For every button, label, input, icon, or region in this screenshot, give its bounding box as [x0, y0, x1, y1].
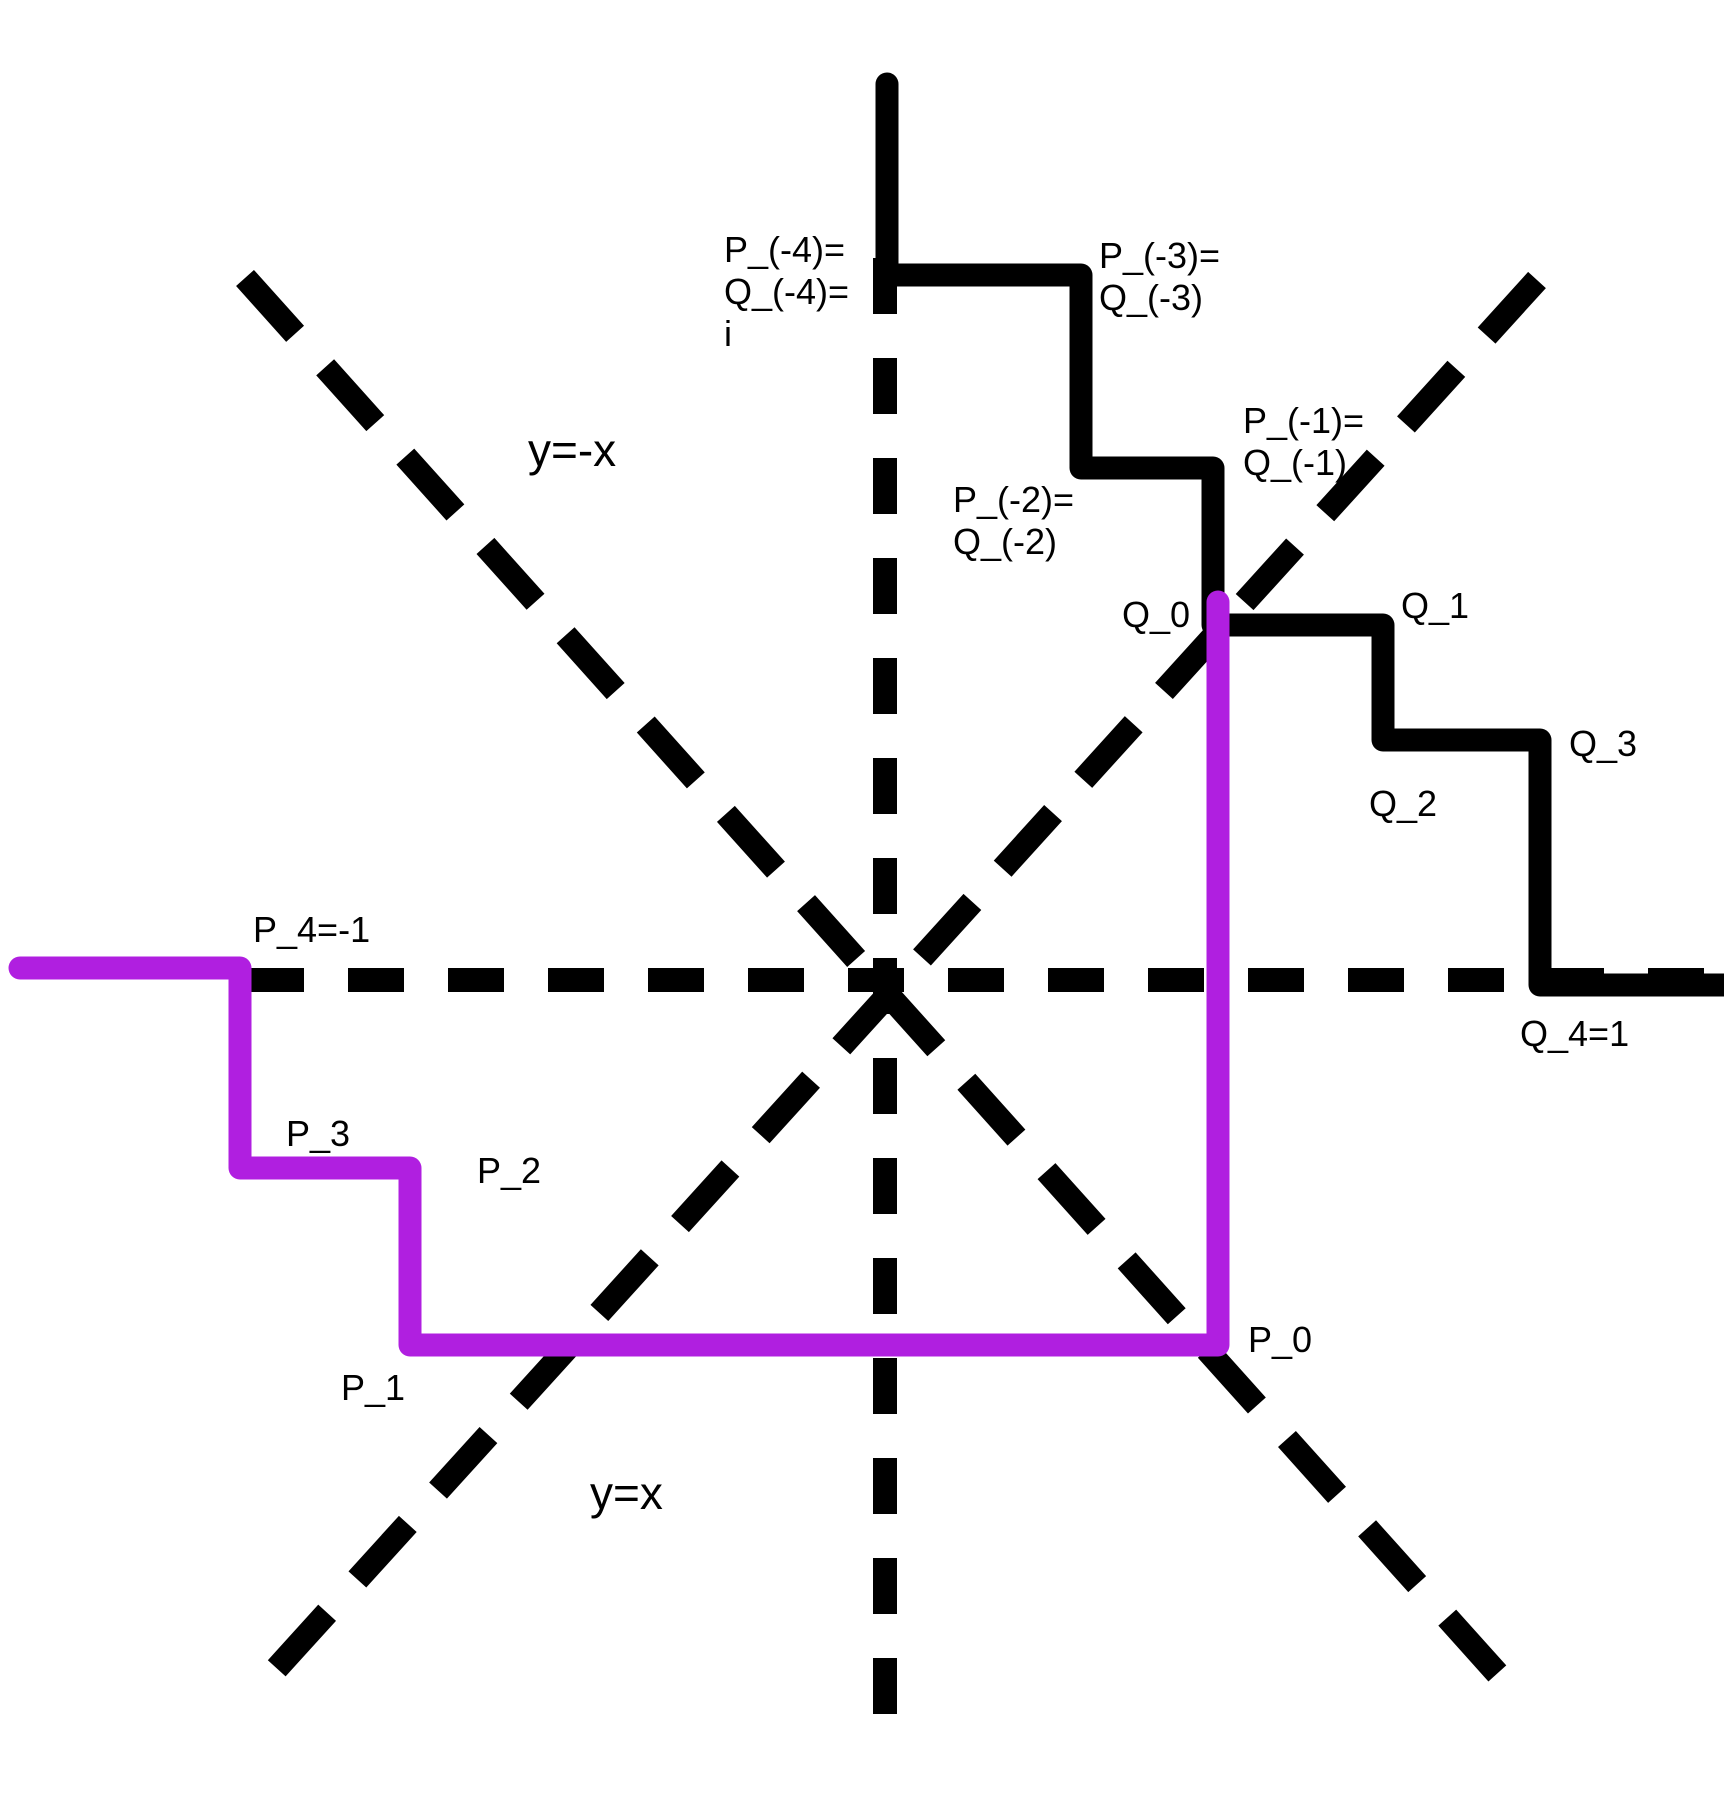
label-q0: Q_0 — [1122, 594, 1190, 635]
label-q4: Q_4=1 — [1520, 1013, 1629, 1054]
label-p4: P_4=-1 — [253, 909, 370, 950]
label-p-neg4-line3: i — [724, 313, 732, 354]
label-p-neg1: P_(-1)= Q_(-1) — [1243, 400, 1374, 483]
label-p-neg1-line2: Q_(-1) — [1243, 442, 1347, 483]
label-line-y-neg-x: y=-x — [528, 424, 616, 476]
label-p1: P_1 — [341, 1367, 405, 1408]
diagonal-line-y-x — [248, 271, 1546, 1699]
label-p-neg2-line1: P_(-2)= — [953, 479, 1074, 520]
line-labels: y=-x y=x — [528, 424, 663, 1519]
label-p-neg3-line2: Q_(-3) — [1099, 277, 1203, 318]
label-p-neg4-line1: P_(-4)= — [724, 229, 845, 270]
label-p-neg3: P_(-3)= Q_(-3) — [1099, 235, 1230, 318]
label-p-neg2-line2: Q_(-2) — [953, 521, 1057, 562]
label-p-neg3-line1: P_(-3)= — [1099, 235, 1220, 276]
label-p-neg4-line2: Q_(-4)= — [724, 271, 849, 312]
label-p2: P_2 — [477, 1150, 541, 1191]
label-p-neg1-line1: P_(-1)= — [1243, 400, 1364, 441]
label-line-y-x: y=x — [590, 1467, 663, 1519]
label-p-neg2: P_(-2)= Q_(-2) — [953, 479, 1084, 562]
reference-lines — [236, 258, 1724, 1722]
point-labels: P_(-4)= Q_(-4)= i P_(-3)= Q_(-3) P_(-2)=… — [253, 229, 1637, 1408]
label-p-neg4: P_(-4)= Q_(-4)= i — [724, 229, 859, 354]
label-q2: Q_2 — [1369, 783, 1437, 824]
label-p3: P_3 — [286, 1113, 350, 1154]
label-p0: P_0 — [1248, 1319, 1312, 1360]
diagonal-line-y-neg-x — [236, 269, 1523, 1701]
p-staircase-path — [8, 590, 1230, 1357]
label-q1: Q_1 — [1401, 585, 1469, 626]
label-q3: Q_3 — [1569, 723, 1637, 764]
